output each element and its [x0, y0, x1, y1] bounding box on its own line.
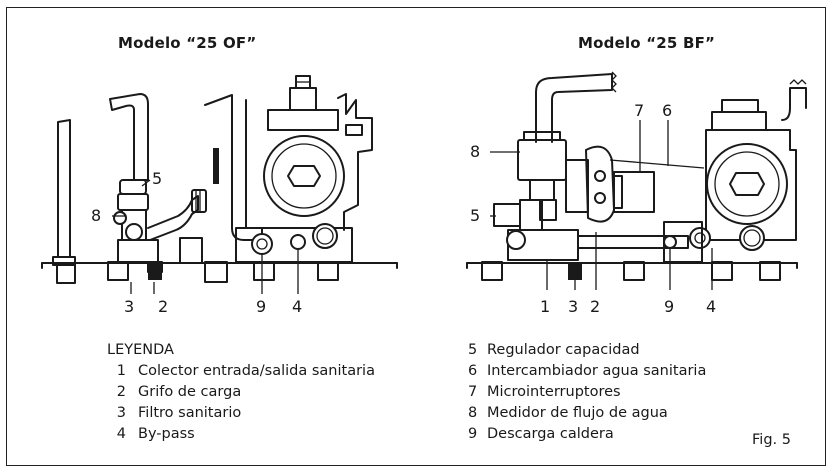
- pump-nut-left: [287, 165, 321, 187]
- pump-nut-right: [729, 172, 765, 196]
- legend-text: Colector entrada/salida sanitaria: [138, 363, 375, 379]
- legend-item: 5 Regulador capacidad: [468, 340, 706, 361]
- legend-number: 4: [116, 426, 126, 442]
- legend-item: 7 Microinterruptores: [468, 382, 706, 403]
- legend-text: Regulador capacidad: [487, 342, 640, 358]
- flue-pipe-left: [57, 119, 71, 258]
- assembly-25-bf: 8 7 6 5 1 3 2 9 4: [466, 71, 807, 316]
- legend-right: 5 Regulador capacidad 6 Intercambiador a…: [468, 340, 706, 445]
- callout-right-8: 8: [470, 142, 480, 161]
- legend-text: By-pass: [138, 426, 195, 442]
- callout-left-5: 5: [152, 169, 162, 188]
- connector-pipe: [147, 195, 199, 241]
- model-25-bf-title: Modelo “25 BF”: [578, 34, 716, 52]
- legend-number: 6: [468, 363, 478, 379]
- callout-right-5: 5: [470, 206, 480, 225]
- callout-right-3: 3: [568, 297, 578, 316]
- callout-right-6: 6: [662, 101, 672, 120]
- callout-left-2: 2: [158, 297, 168, 316]
- sanitary-filter-left: [148, 264, 162, 280]
- legend-text: Medidor de flujo de agua: [487, 405, 668, 421]
- legend-text: Filtro sanitario: [138, 405, 242, 421]
- legend-left: LEYENDA 1 Colector entrada/salida sanita…: [107, 340, 375, 445]
- pump-body-left: [263, 135, 345, 217]
- figure-label: Fig. 5: [752, 432, 791, 448]
- legend-item: 1 Colector entrada/salida sanitaria: [107, 361, 375, 382]
- callout-right-2: 2: [590, 297, 600, 316]
- inlet-pipe-hook: [109, 93, 149, 181]
- model-25-of-title: Modelo “25 OF”: [118, 34, 257, 52]
- legend-number: 7: [468, 384, 478, 400]
- bypass-block: [235, 227, 353, 263]
- callout-left-4: 4: [292, 297, 302, 316]
- capacity-regulator: [493, 203, 521, 227]
- callout-left-9: 9: [256, 297, 266, 316]
- legend-number: 5: [468, 342, 478, 358]
- legend-number: 1: [116, 363, 126, 379]
- pump-body-right: [706, 143, 788, 225]
- legend-item: 3 Filtro sanitario: [107, 403, 375, 424]
- legend-number: 2: [116, 384, 126, 400]
- legend-text: Grifo de carga: [138, 384, 242, 400]
- assembly-25-of: 8 5 3 2 9 4: [41, 75, 398, 316]
- legend-text: Microinterruptores: [487, 384, 621, 400]
- sanitary-heat-exchanger: [613, 171, 655, 213]
- legend-item: 2 Grifo de carga: [107, 382, 375, 403]
- drain-valve-right: [663, 235, 677, 249]
- inlet-pipe-top: [535, 73, 613, 143]
- callout-right-9: 9: [664, 297, 674, 316]
- legend-number: 9: [468, 426, 478, 442]
- sanitary-filter-right: [568, 262, 582, 280]
- legend-text: Descarga caldera: [487, 426, 614, 442]
- legend-text: Intercambiador agua sanitaria: [487, 363, 707, 379]
- legend-heading: LEYENDA: [107, 342, 174, 358]
- legend-number: 3: [116, 405, 126, 421]
- callout-right-1: 1: [540, 297, 550, 316]
- microswitch-housing: [585, 145, 615, 223]
- callout-left-3: 3: [124, 297, 134, 316]
- callout-right-4: 4: [706, 297, 716, 316]
- flow-meter: [517, 139, 567, 181]
- drain-valve-left: [251, 233, 273, 255]
- legend-item: 4 By-pass: [107, 424, 375, 445]
- legend-item: 8 Medidor de flujo de agua: [468, 403, 706, 424]
- collector-manifold: [117, 239, 159, 263]
- legend-number: 8: [468, 405, 478, 421]
- callout-right-7: 7: [634, 101, 644, 120]
- callout-left-8: 8: [91, 206, 101, 225]
- legend-item: 6 Intercambiador agua sanitaria: [468, 361, 706, 382]
- legend-item: 9 Descarga caldera: [468, 424, 706, 445]
